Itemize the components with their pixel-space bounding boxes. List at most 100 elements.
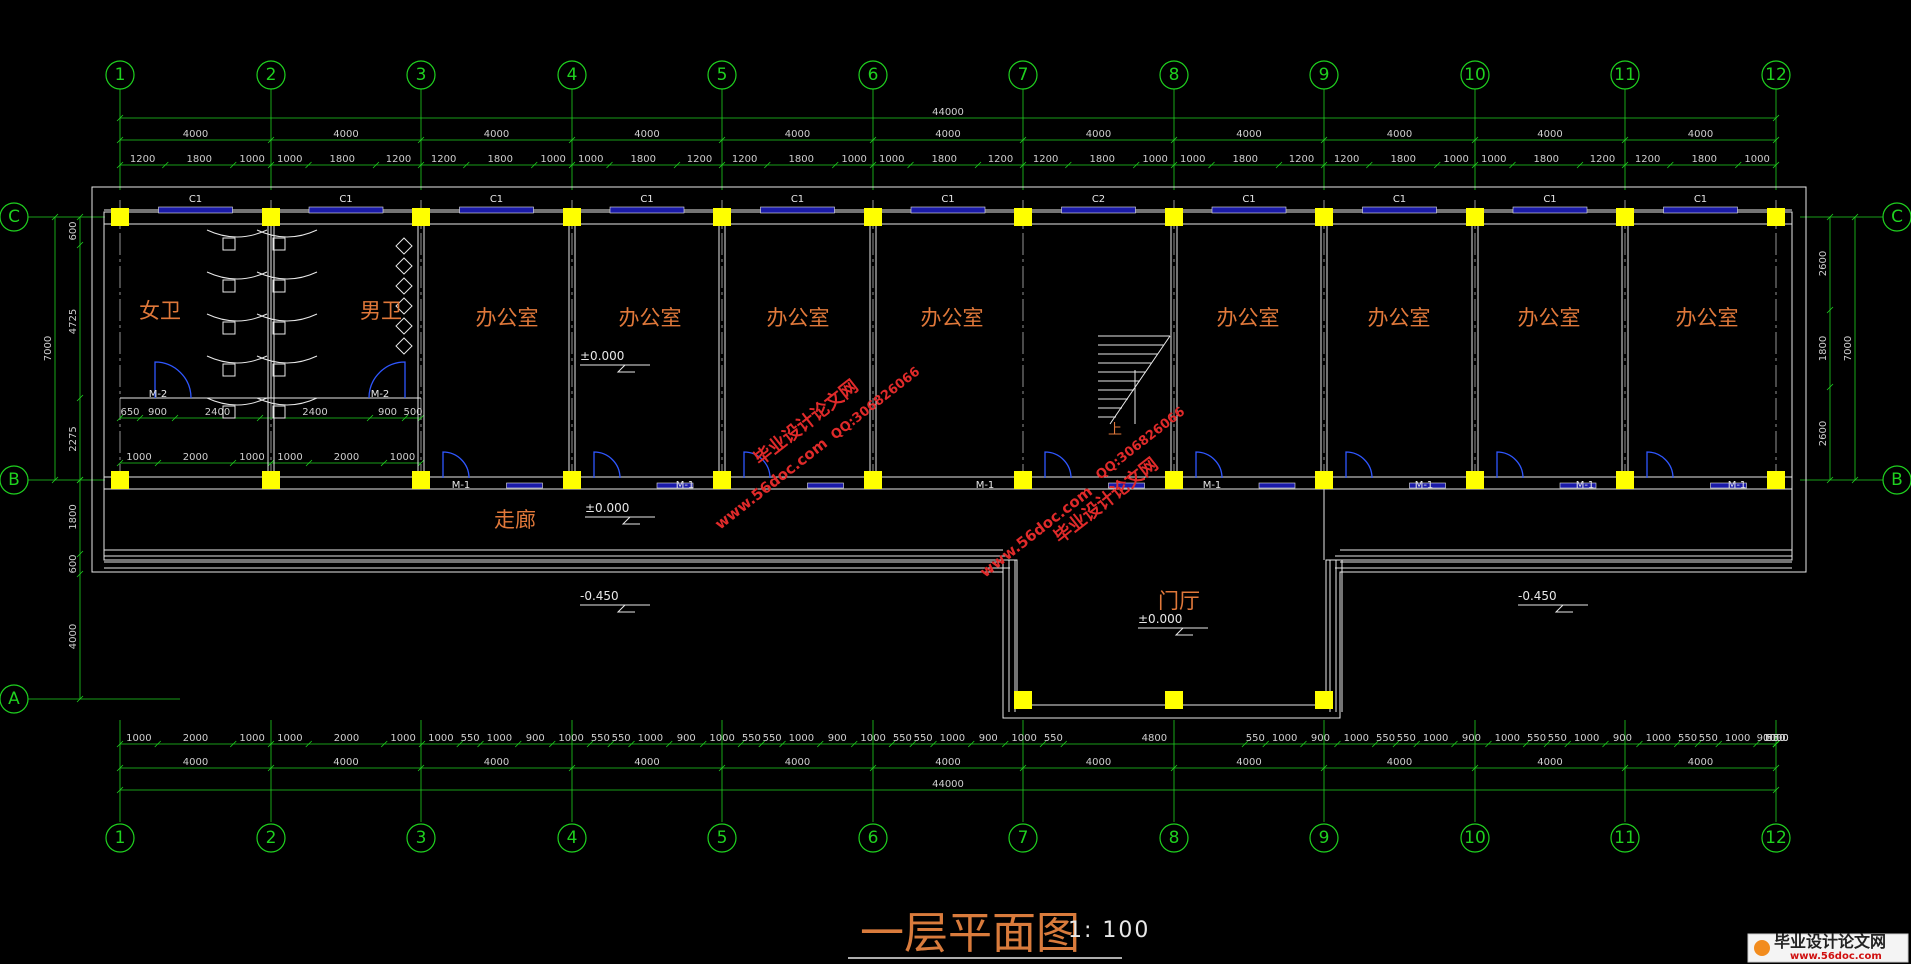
toilet-top-dim-text: 2400 — [302, 407, 327, 418]
top-detail-dim-text: 1800 — [631, 154, 656, 165]
bottom-detail-dim-tick — [909, 740, 917, 748]
svg-text:B: B — [8, 470, 20, 490]
top-detail-dim-tick — [1019, 161, 1027, 169]
bottom-bay-dim-tick — [1170, 764, 1178, 772]
top-detail-dim-text: 1200 — [988, 154, 1013, 165]
top-bay-dim-tick — [1019, 136, 1027, 144]
svg-text:11: 11 — [1614, 828, 1636, 848]
door-label: M-2 — [149, 389, 168, 400]
top-detail-dim-text: 1000 — [277, 154, 302, 165]
bottom-detail-dim-tick — [1636, 740, 1643, 748]
bottom-bay-dim-tick — [1471, 764, 1479, 772]
plan-title: 一层平面图 — [860, 908, 1080, 959]
column — [1315, 208, 1333, 226]
window-c1 — [910, 206, 986, 214]
toilet-fixture-icon — [272, 321, 286, 335]
left-lower-dim-text: 600 — [68, 554, 79, 573]
axis-bubble-left-B: B — [0, 465, 29, 495]
room-label: 办公室 — [1368, 306, 1431, 330]
svg-text:8: 8 — [1169, 65, 1180, 85]
elevation-symbol-icon — [1138, 627, 1208, 636]
right-detail-dim-text: 2600 — [1818, 251, 1829, 276]
top-detail-dim-text: 1000 — [578, 154, 603, 165]
bottom-bay-dim-text: 4000 — [1688, 757, 1713, 768]
toilet-bottom-dim-tick — [417, 459, 425, 467]
door-swing-icon — [743, 451, 771, 479]
top-bay-dim-text: 4000 — [183, 129, 208, 140]
axis-bubble-top-3: 3 — [406, 60, 436, 90]
top-detail-dim-tick — [974, 161, 982, 169]
bottom-bay-dim-tick — [1621, 764, 1629, 772]
svg-text:4: 4 — [567, 828, 578, 848]
left-detail-dim-text: 4725 — [68, 309, 79, 334]
axis-bubble-bottom-1: 1 — [105, 823, 135, 853]
axis-bubble-bottom-12: 12 — [1761, 823, 1791, 853]
room-label: 走廊 — [494, 508, 536, 532]
room-label: 办公室 — [619, 306, 682, 330]
top-detail-dim-tick — [372, 161, 380, 169]
room-label: 办公室 — [476, 306, 539, 330]
window-corridor — [656, 482, 694, 489]
bottom-bay-dim-tick — [568, 764, 576, 772]
column-lobby — [1014, 691, 1032, 709]
stall-partition — [206, 271, 268, 280]
outer-wall-outline — [91, 186, 1807, 719]
bottom-detail-dim-tick — [1522, 740, 1530, 748]
bottom-bay-dim-tick — [1320, 764, 1328, 772]
left-lower-dim-text: 4000 — [68, 624, 79, 649]
toilet-bottom-dim-text: 1000 — [277, 452, 302, 463]
bottom-bay-dim-text: 4000 — [785, 757, 810, 768]
top-detail-dim-tick — [162, 161, 169, 169]
column — [864, 471, 882, 489]
axis-bubble-bottom-3: 3 — [406, 823, 436, 853]
bottom-detail-dim-text: 1000 — [1763, 733, 1788, 744]
top-detail-dim-text: 1200 — [386, 154, 411, 165]
top-detail-dim-tick — [267, 161, 275, 169]
axis-bubble-top-6: 6 — [858, 60, 888, 90]
top-detail-dim-text: 1000 — [841, 154, 866, 165]
left-detail-dim-text: 600 — [68, 221, 79, 240]
top-bay-dim-text: 4000 — [785, 129, 810, 140]
site-logo: 毕业设计论文网 www.56doc.com — [1747, 932, 1909, 963]
bottom-detail-dim-text: 550 — [1044, 733, 1063, 744]
bottom-detail-dim-text: 550 — [1376, 733, 1395, 744]
door-label: M-1 — [676, 480, 695, 491]
axis-bubble-left-C: C — [0, 202, 29, 232]
right-detail-dim-text: 1800 — [1818, 336, 1829, 361]
svg-text:9: 9 — [1319, 828, 1330, 848]
stall-partition — [206, 229, 268, 238]
door-label: M-1 — [1415, 480, 1434, 491]
urinal-icon — [395, 337, 413, 355]
window-c1 — [1512, 206, 1588, 214]
left-total-dim-text: 7000 — [43, 336, 54, 361]
toilet-fixture-icon — [222, 321, 236, 335]
stall-partition — [256, 229, 318, 238]
bottom-bay-dim-tick — [1019, 764, 1027, 772]
door-swing-icon — [1195, 451, 1223, 479]
toilet-top-dim-tick — [116, 414, 124, 422]
svg-text:11: 11 — [1614, 65, 1636, 85]
top-detail-dim-text: 1200 — [687, 154, 712, 165]
bottom-detail-dim-tick — [1060, 740, 1068, 748]
toilet-bottom-dim-text: 2000 — [334, 452, 359, 463]
bottom-detail-dim-text: 900 — [1311, 733, 1330, 744]
urinal-icon — [395, 237, 413, 255]
bottom-detail-dim-text: 550 — [1397, 733, 1416, 744]
svg-text:6: 6 — [868, 65, 879, 85]
bottom-detail-dim-tick — [1753, 740, 1760, 748]
bottom-detail-dim-text: 1000 — [1423, 733, 1448, 744]
bottom-bay-dim-text: 4000 — [634, 757, 659, 768]
right-total-dim-tick — [1851, 476, 1859, 484]
column — [1014, 471, 1032, 489]
window-c1 — [308, 206, 384, 214]
urinal-icon — [395, 297, 413, 315]
door-label: M-1 — [1203, 480, 1222, 491]
urinal-icon — [395, 257, 413, 275]
window-label: C1 — [189, 194, 202, 205]
bottom-bay-dim-text: 4000 — [333, 757, 358, 768]
bottom-detail-dim-text: 550 — [893, 733, 912, 744]
door-swing-icon — [154, 361, 192, 399]
urinal-icon — [395, 277, 413, 295]
elevation-mark: ±0.000 — [1138, 612, 1182, 626]
